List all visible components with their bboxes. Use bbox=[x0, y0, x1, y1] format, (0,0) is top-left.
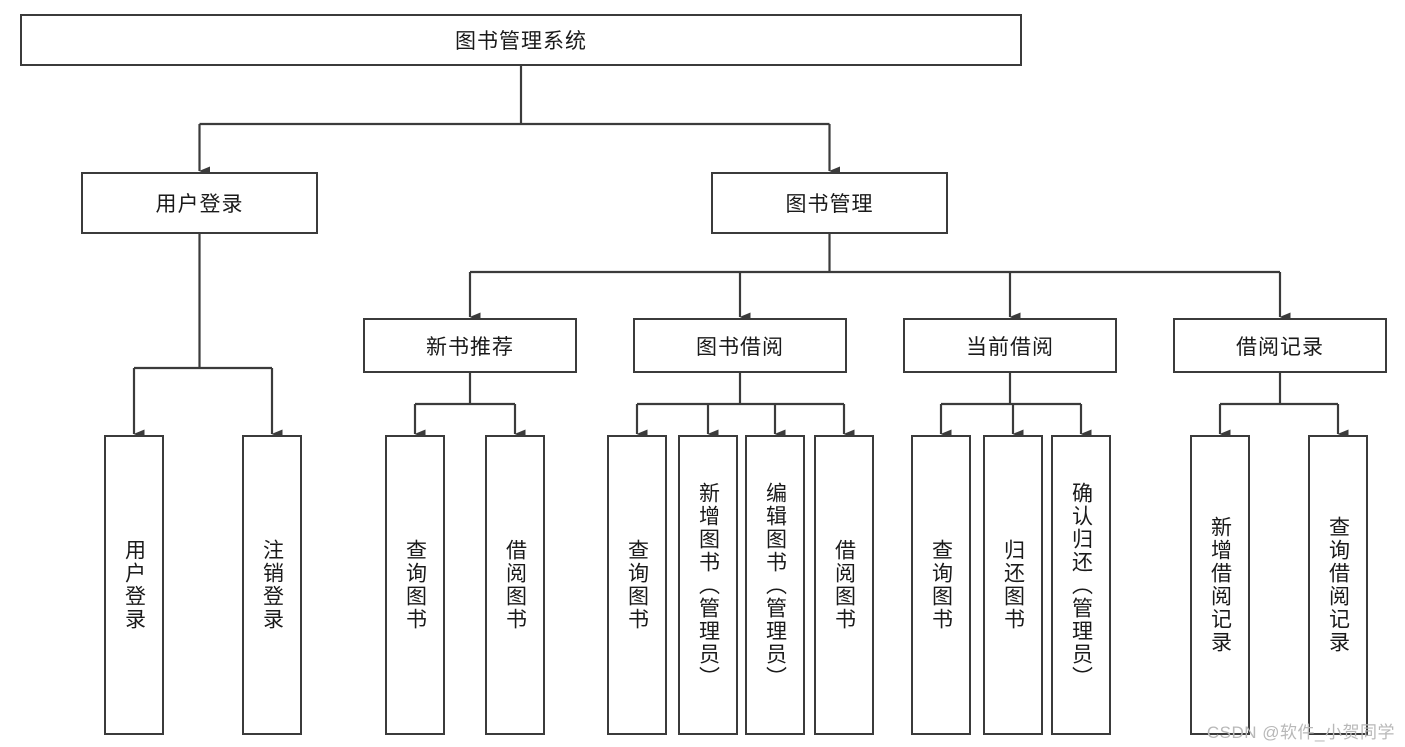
node-label: 图书管理 bbox=[785, 193, 874, 216]
node-label: 新增借阅记录 bbox=[1208, 516, 1232, 654]
node-leaf-query-record[interactable]: 查询借阅记录 bbox=[1308, 435, 1368, 735]
node-leaf-edit-book[interactable]: 编辑图书（管理员） bbox=[745, 435, 805, 735]
node-label: 新增图书（管理员） bbox=[696, 481, 720, 689]
node-leaf-user-login[interactable]: 用户登录 bbox=[104, 435, 164, 735]
node-root-title[interactable]: 图书管理系统 bbox=[20, 14, 1022, 66]
node-user-login[interactable]: 用户登录 bbox=[81, 172, 318, 234]
node-leaf-return-book[interactable]: 归还图书 bbox=[983, 435, 1043, 735]
node-book-borrow[interactable]: 图书借阅 bbox=[633, 318, 847, 373]
node-label: 查询图书 bbox=[403, 539, 427, 631]
node-leaf-add-record[interactable]: 新增借阅记录 bbox=[1190, 435, 1250, 735]
node-leaf-confirm-return[interactable]: 确认归还（管理员） bbox=[1051, 435, 1111, 735]
node-label: 查询借阅记录 bbox=[1326, 516, 1350, 654]
node-label: 新书推荐 bbox=[426, 335, 514, 359]
node-label: 编辑图书（管理员） bbox=[763, 481, 787, 689]
node-leaf-borrow-book-rec[interactable]: 借阅图书 bbox=[485, 435, 545, 735]
watermark-text: CSDN @软件_小贺同学 bbox=[1206, 723, 1395, 742]
node-label: 借阅记录 bbox=[1236, 335, 1324, 359]
node-leaf-query-book[interactable]: 查询图书 bbox=[607, 435, 667, 735]
node-book-management[interactable]: 图书管理 bbox=[711, 172, 948, 234]
node-label: 确认归还（管理员） bbox=[1069, 481, 1093, 689]
node-leaf-query-book-rec[interactable]: 查询图书 bbox=[385, 435, 445, 735]
node-label: 借阅图书 bbox=[503, 539, 527, 631]
node-current-borrow[interactable]: 当前借阅 bbox=[903, 318, 1117, 373]
node-label: 当前借阅 bbox=[966, 335, 1054, 359]
node-label: 图书管理系统 bbox=[455, 30, 587, 53]
node-leaf-user-logout[interactable]: 注销登录 bbox=[242, 435, 302, 735]
node-label: 用户登录 bbox=[155, 193, 244, 216]
node-label: 归还图书 bbox=[1001, 539, 1025, 631]
node-label: 注销登录 bbox=[260, 539, 284, 631]
node-label: 用户登录 bbox=[122, 539, 146, 631]
node-leaf-borrow-book[interactable]: 借阅图书 bbox=[814, 435, 874, 735]
node-label: 借阅图书 bbox=[832, 539, 856, 631]
node-label: 图书借阅 bbox=[696, 335, 784, 359]
node-new-book-recommend[interactable]: 新书推荐 bbox=[363, 318, 577, 373]
node-leaf-query-book-cur[interactable]: 查询图书 bbox=[911, 435, 971, 735]
node-leaf-add-book[interactable]: 新增图书（管理员） bbox=[678, 435, 738, 735]
node-label: 查询图书 bbox=[929, 539, 953, 631]
node-borrow-record[interactable]: 借阅记录 bbox=[1173, 318, 1387, 373]
node-label: 查询图书 bbox=[625, 539, 649, 631]
